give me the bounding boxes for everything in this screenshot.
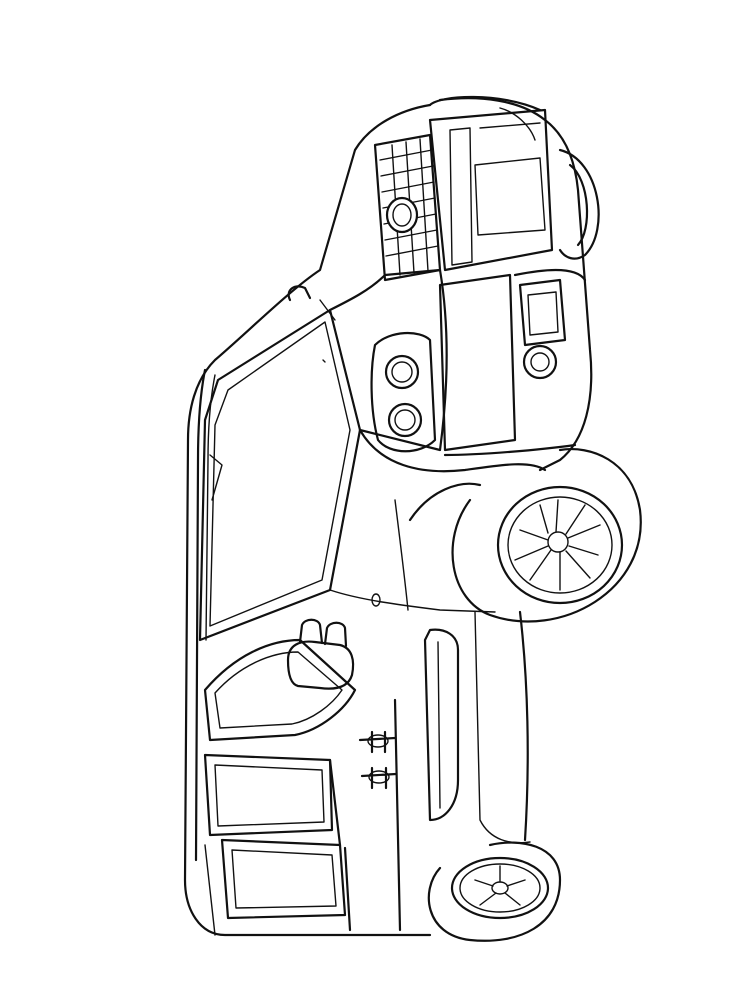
headlights xyxy=(370,268,587,457)
car-body xyxy=(183,97,593,937)
side-panels xyxy=(203,428,547,936)
front-wheel xyxy=(451,448,642,623)
side-mirror xyxy=(286,640,355,690)
badge-icon xyxy=(385,196,419,234)
rear-wheel xyxy=(427,841,562,942)
fuel-cap-icon xyxy=(371,593,381,607)
front-grille xyxy=(373,95,554,282)
door-handle-front xyxy=(358,730,397,754)
door-handle-rear xyxy=(360,766,398,790)
